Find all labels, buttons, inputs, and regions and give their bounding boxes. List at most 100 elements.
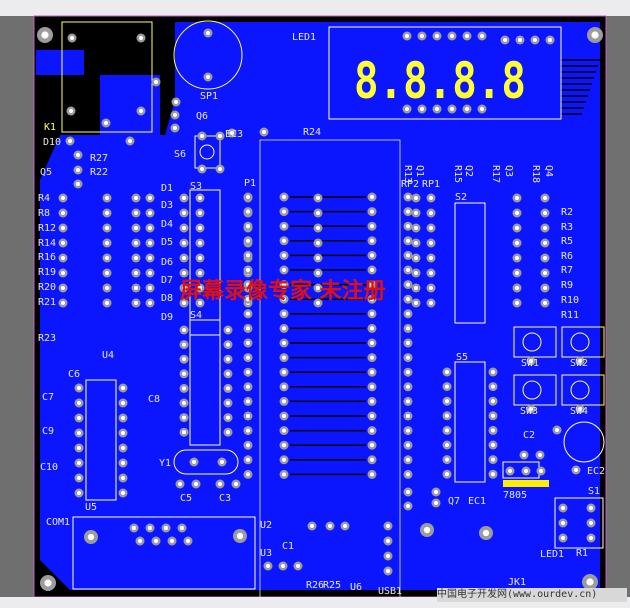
pad-hole (193, 481, 199, 487)
pad-hole (133, 240, 139, 246)
pad-hole (490, 384, 496, 389)
pad-hole (464, 106, 470, 112)
pad-hole (405, 443, 411, 448)
pad-hole (147, 270, 153, 276)
pad-hole (428, 240, 434, 246)
pad-hole (490, 399, 496, 404)
label-d8: D8 (161, 293, 173, 304)
pad-hole (41, 31, 49, 39)
pad-hole (369, 384, 375, 389)
pad-hole (205, 30, 211, 36)
pad-hole (245, 355, 251, 360)
pad-hole (67, 138, 73, 144)
pad-hole (542, 195, 548, 201)
pad-hole (191, 459, 197, 465)
pad-hole (281, 282, 287, 287)
pad-hole (315, 270, 321, 276)
pad-hole (60, 300, 66, 306)
pad-hole (369, 311, 375, 316)
pad-hole (147, 210, 153, 216)
pad-hole (542, 225, 548, 231)
pad-hole (281, 472, 287, 477)
pad-hole (514, 195, 520, 201)
pad-hole (127, 138, 133, 144)
label-com1: COM1 (46, 517, 70, 528)
pad-hole (413, 255, 419, 261)
pad-hole (444, 413, 450, 418)
pad-hole (173, 99, 179, 105)
pad-hole (60, 210, 66, 216)
pad-hole (369, 326, 375, 331)
label-r27: R27 (90, 153, 108, 164)
pad-hole (133, 210, 139, 216)
pad-hole (245, 370, 251, 375)
pad-hole (490, 413, 496, 418)
pad-hole (245, 194, 251, 200)
pad-hole (479, 106, 485, 112)
pad-hole (281, 399, 287, 404)
pad-hole (507, 468, 513, 474)
label-s2: S2 (455, 192, 467, 203)
label-q5: Q5 (40, 167, 52, 178)
label-d7: D7 (161, 275, 173, 286)
pad-hole (514, 225, 520, 231)
pad-hole (405, 267, 411, 273)
pad-hole (405, 282, 411, 287)
pad-hole (87, 533, 95, 541)
pad-hole (369, 399, 375, 404)
pad-hole (428, 300, 434, 306)
pad-hole (369, 209, 375, 214)
label-u5: U5 (85, 502, 97, 513)
pad-hole (245, 443, 251, 448)
label-u3: U3 (260, 548, 272, 559)
pad-hole (217, 166, 223, 172)
label-ec1: EC1 (468, 496, 486, 507)
pad-hole (229, 130, 235, 136)
pad-hole (197, 210, 203, 216)
pad-hole (197, 285, 203, 291)
pad-hole (514, 270, 520, 276)
label-k1: K1 (44, 122, 56, 133)
label-c7: C7 (42, 392, 54, 403)
pad-hole (138, 108, 144, 114)
pad-hole (490, 369, 496, 375)
pad-hole (179, 525, 185, 531)
pad-hole (281, 224, 287, 229)
pad-hole (369, 297, 375, 302)
pad-hole (172, 125, 178, 131)
pad-hole (517, 37, 523, 43)
label-c10: C10 (40, 462, 58, 473)
pad-hole (75, 167, 81, 173)
pad-hole (405, 209, 411, 214)
label-r23: R23 (38, 333, 56, 344)
pad-hole (120, 475, 126, 481)
pad-hole (405, 503, 411, 509)
pad-hole (225, 357, 231, 362)
crystal-y1-outline (173, 449, 239, 475)
label-p1: P1 (244, 178, 256, 189)
pad-hole (76, 400, 82, 406)
pad-hole (405, 194, 411, 200)
pad-hole (172, 112, 178, 118)
pad-hole (547, 37, 553, 43)
pad-hole (428, 255, 434, 261)
pad-hole (217, 133, 223, 139)
pad-hole (405, 457, 411, 462)
label-c2: C2 (523, 430, 535, 441)
pad-hole (103, 120, 109, 126)
traces (290, 59, 600, 476)
pad-hole (560, 520, 566, 526)
pad-hole (428, 225, 434, 231)
label-ec2: EC2 (587, 466, 605, 477)
pad-hole (197, 270, 203, 276)
pad-hole (315, 300, 321, 306)
label-rp1: RP1 (422, 179, 440, 190)
pad-hole (542, 255, 548, 261)
pad-hole (197, 255, 203, 261)
pad-hole (413, 270, 419, 276)
label-r14: R14 (38, 238, 56, 249)
pad-hole (181, 357, 187, 362)
pad-hole (281, 238, 287, 243)
pad-hole (185, 538, 191, 544)
